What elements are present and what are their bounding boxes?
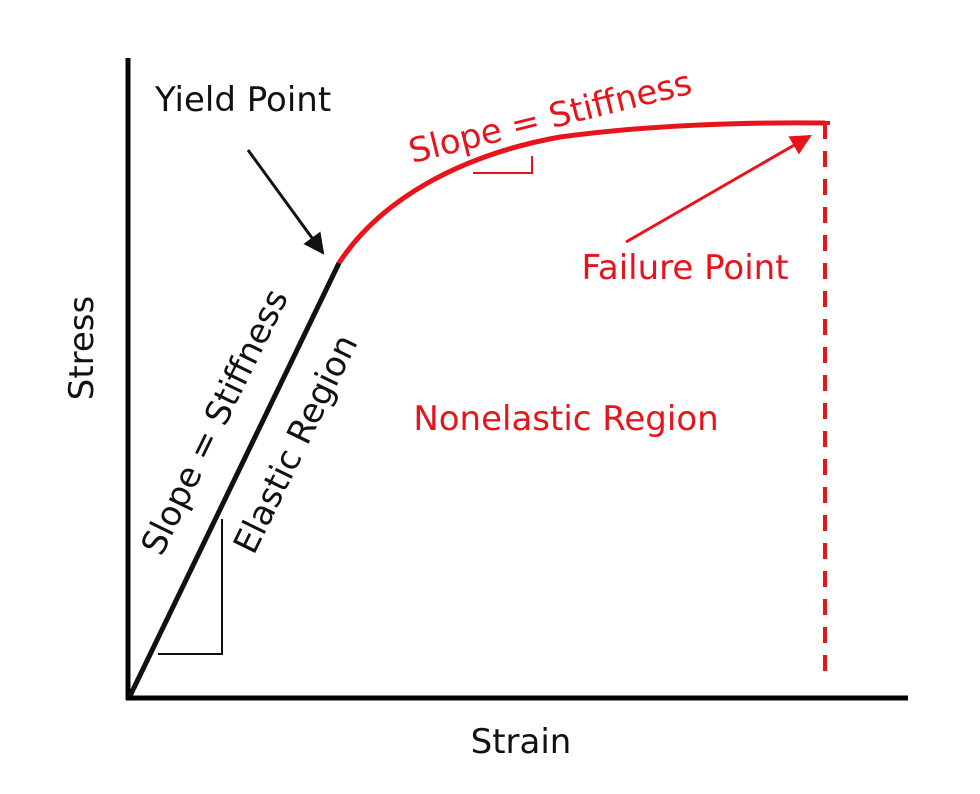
x-axis-label: Strain — [471, 722, 572, 762]
y-axis-label: Stress — [62, 296, 102, 401]
yield-point-arrow — [246, 149, 325, 255]
yield-point-label: Yield Point — [154, 80, 331, 120]
nonelastic-slope-label: Slope = Stiffness — [405, 63, 696, 172]
failure-point-label: Failure Point — [581, 248, 788, 288]
nonelastic-curve — [336, 120, 826, 265]
nonelastic-region-label: Nonelastic Region — [413, 399, 718, 439]
elastic-line — [127, 261, 342, 698]
nonelastic-slope-triangle — [473, 156, 533, 174]
failure-point-arrow — [625, 134, 812, 244]
elastic-slope-triangle — [158, 519, 223, 655]
